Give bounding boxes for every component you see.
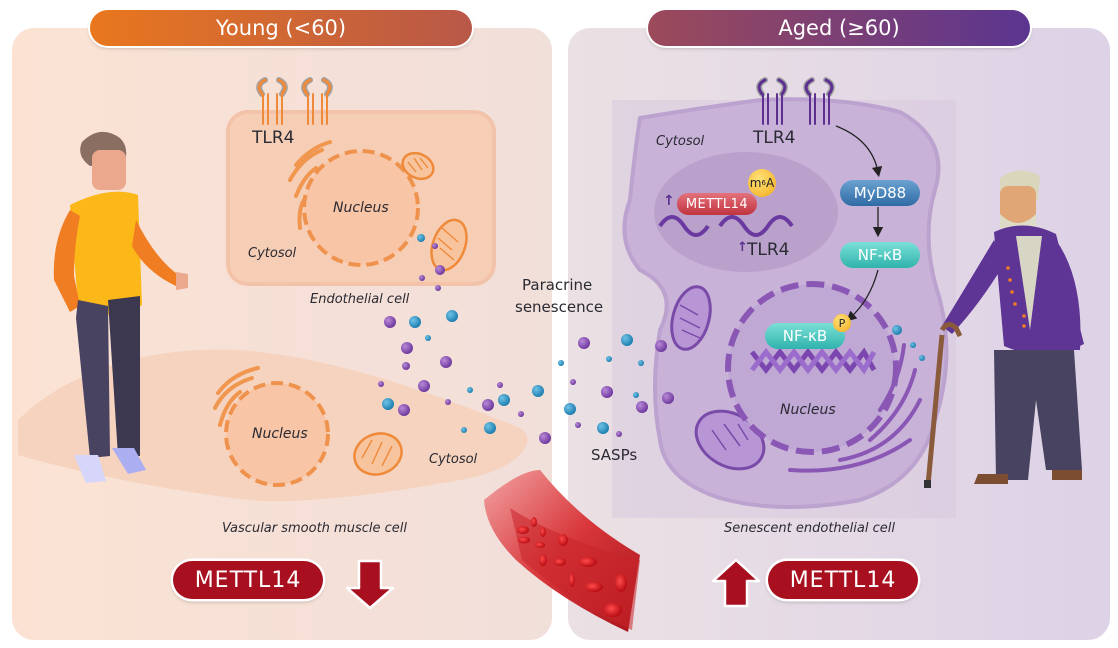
sasp-particle-purple xyxy=(570,379,576,385)
tlr4-receptor-icon xyxy=(756,77,835,125)
tlr4-receptor-icon xyxy=(256,77,333,125)
vsmc-label: Vascular smooth muscle cell xyxy=(222,521,407,536)
mitochondrion xyxy=(401,151,435,181)
blood-vessel xyxy=(484,470,640,632)
m6a-m: m xyxy=(749,176,762,190)
sasp-particle-purple xyxy=(432,243,438,249)
sasp-particle-purple xyxy=(398,404,410,416)
sasp-particles xyxy=(378,234,925,444)
dna-helix xyxy=(750,347,877,375)
myd88-protein: MyD88 xyxy=(840,180,920,206)
tlr4-label-aged: TLR4 xyxy=(753,128,796,148)
sasp-particle-blue xyxy=(892,325,902,335)
paracrine-label-line1: Paracrine xyxy=(522,276,593,294)
endothelial-cell-label: Endothelial cell xyxy=(310,292,410,307)
senescent-endothelial-cell xyxy=(622,97,949,509)
m6a-a: A xyxy=(765,176,775,190)
down-arrow-icon xyxy=(345,559,395,610)
mettl14-badge-aged: METTL14 xyxy=(768,561,918,599)
sasp-particle-blue xyxy=(498,394,510,406)
tlr4-mrna-label: TLR4 xyxy=(747,240,790,260)
sasp-particle-purple xyxy=(636,401,648,413)
sasp-particle-purple xyxy=(601,386,613,398)
arrow-tlr4-to-myd88 xyxy=(835,125,883,178)
sasp-particle-blue xyxy=(446,310,458,322)
paracrine-label-line2: senescence xyxy=(515,298,604,316)
sasp-particle-blue xyxy=(409,316,421,328)
arrow-nfkb-to-nucleus xyxy=(846,269,879,322)
nucleus-label-vsmc: Nucleus xyxy=(252,426,308,442)
sasp-particle-blue xyxy=(382,398,394,410)
nfkb-nuclear-protein: NF-κB xyxy=(765,323,845,349)
mettl14-protein: METTL14 xyxy=(677,193,757,215)
senescent-cell-label: Senescent endothelial cell xyxy=(724,521,895,536)
mitochondrion xyxy=(430,218,468,272)
sasp-particle-purple xyxy=(435,285,441,291)
sasp-particle-blue xyxy=(621,334,633,346)
mettl14-badge-young: METTL14 xyxy=(173,561,323,599)
sasp-particle-purple xyxy=(616,431,622,437)
header-young: Young (<60) xyxy=(90,10,472,46)
sasp-particle-purple xyxy=(378,381,384,387)
sasp-particle-purple xyxy=(575,422,581,428)
sasp-particle-purple xyxy=(419,275,425,281)
sasp-particle-blue xyxy=(597,422,609,434)
cytosol-label-aged: Cytosol xyxy=(656,134,705,149)
up-arrow-mettl14-icon: ↑ xyxy=(663,193,675,209)
sasp-particle-blue xyxy=(606,356,612,362)
red-blood-cells xyxy=(517,517,627,617)
sasps-label: SASPs xyxy=(591,446,638,464)
phosphate-badge: P xyxy=(833,314,851,332)
mitochondrion xyxy=(353,432,403,476)
sasp-particle-blue xyxy=(484,422,496,434)
sasp-particle-blue xyxy=(638,360,644,366)
sasp-particle-blue xyxy=(467,387,473,393)
mrna-strand xyxy=(658,215,710,237)
nucleus-label-aged: Nucleus xyxy=(780,402,836,418)
sasp-particle-blue xyxy=(425,335,431,341)
cytosol-label-vsmc: Cytosol xyxy=(429,452,478,467)
sasp-particle-purple xyxy=(578,337,590,349)
sasp-particle-purple xyxy=(482,399,494,411)
sasp-particle-purple xyxy=(440,356,452,368)
header-aged: Aged (≥60) xyxy=(648,10,1030,46)
sasp-particle-purple xyxy=(518,411,524,417)
sasp-particle-blue xyxy=(633,392,639,398)
up-arrow-icon xyxy=(711,558,761,608)
sasp-particle-blue xyxy=(910,342,916,348)
sasp-particle-purple xyxy=(539,432,551,444)
young-person-figure xyxy=(53,131,188,483)
pathway-arrows xyxy=(835,125,884,322)
sasp-particle-blue xyxy=(919,355,925,361)
sasp-particle-blue xyxy=(532,385,544,397)
aged-person-figure xyxy=(924,170,1084,488)
sasp-particle-purple xyxy=(655,340,667,352)
sasp-particle-purple xyxy=(384,316,396,328)
sasp-particle-purple xyxy=(662,392,674,404)
tlr4-label-young: TLR4 xyxy=(252,128,295,148)
sasp-particle-blue xyxy=(564,403,576,415)
nucleus-label-endothelial: Nucleus xyxy=(333,200,389,216)
sasp-particle-purple xyxy=(497,382,503,388)
sasp-particle-blue xyxy=(461,427,467,433)
sasp-particle-purple xyxy=(402,362,410,370)
young-endothelial-cell xyxy=(226,110,496,286)
sasp-particle-blue xyxy=(558,360,564,366)
cytosol-label-endothelial: Cytosol xyxy=(248,246,297,261)
sasp-particle-purple xyxy=(401,342,413,354)
sasp-particle-purple xyxy=(418,380,430,392)
sasp-particle-purple xyxy=(435,265,445,275)
mitochondrion xyxy=(670,285,712,351)
m6a-sup: 6 xyxy=(761,179,766,187)
sasp-particle-blue xyxy=(417,234,425,242)
vsmc-cell xyxy=(18,349,528,502)
nfkb-protein: NF-κB xyxy=(840,242,920,268)
sasp-particle-purple xyxy=(445,399,451,405)
up-arrow-tlr4-icon: ↑ xyxy=(737,240,748,255)
